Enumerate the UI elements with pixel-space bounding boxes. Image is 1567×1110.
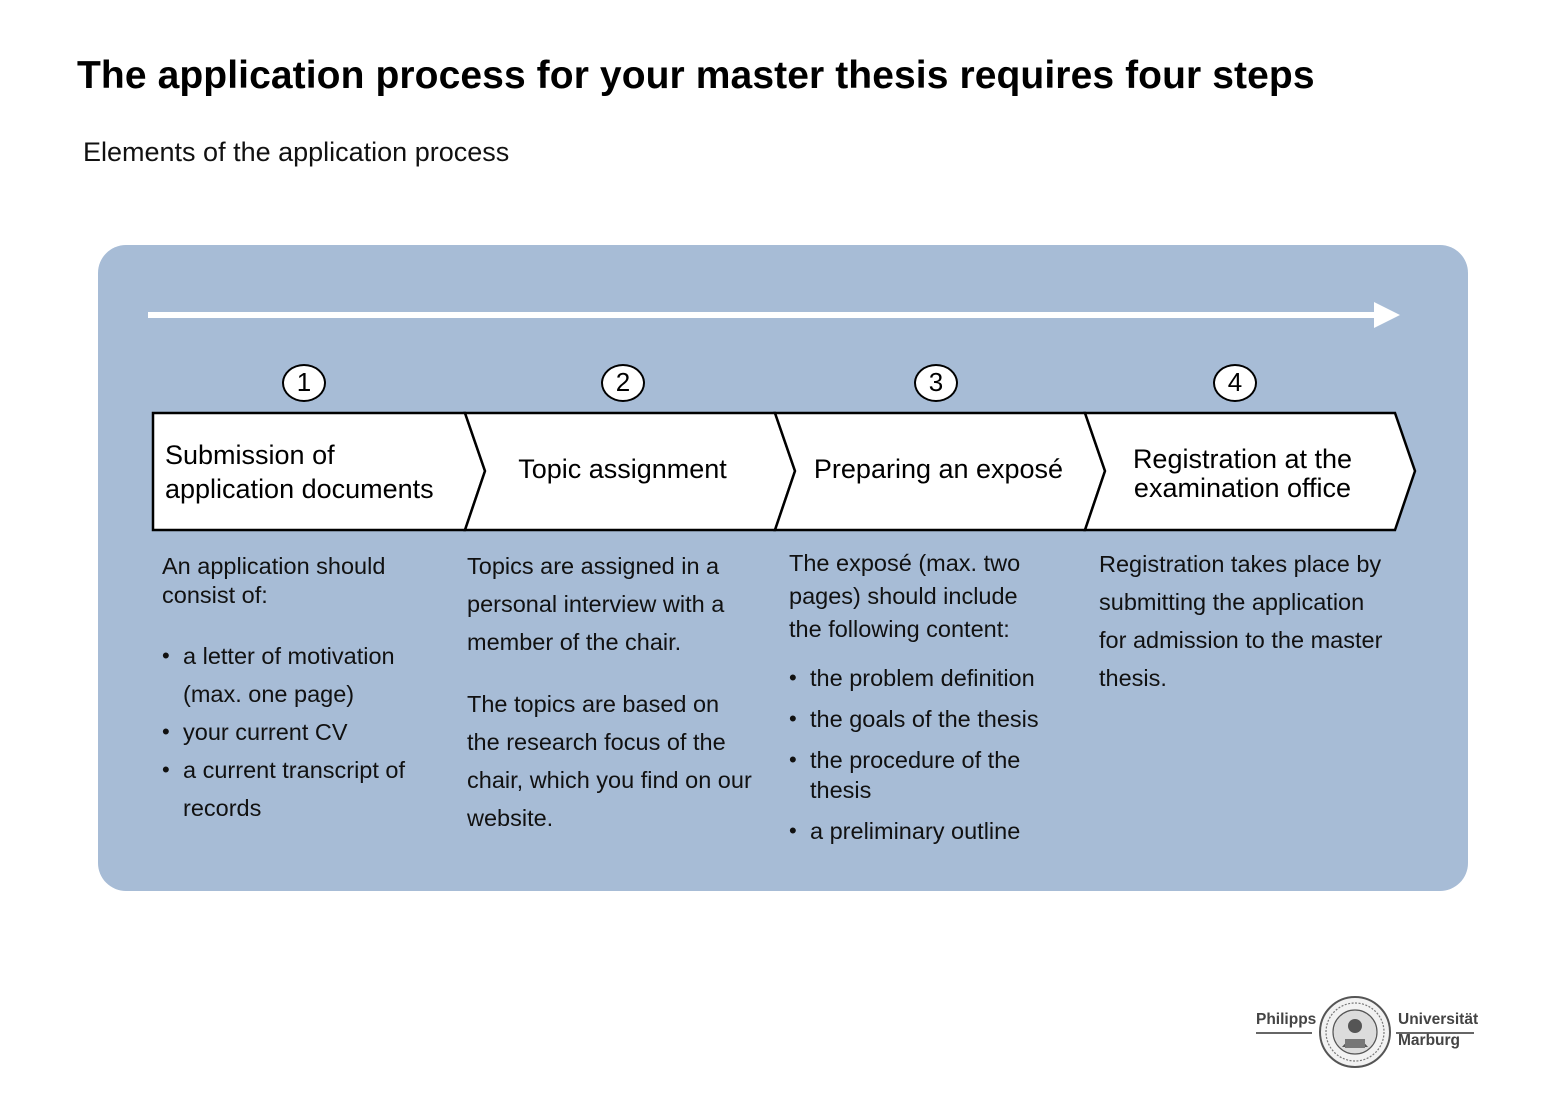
logo-rule-left xyxy=(1256,1032,1312,1034)
step-2-details: Topics are assigned in a personal interv… xyxy=(467,547,762,837)
step-1-bullet: a letter of motivation (max. one page) xyxy=(162,637,433,713)
step-2-paragraph-1: Topics are assigned in a personal interv… xyxy=(467,553,725,655)
step-4-details: Registration takes place by submitting t… xyxy=(1099,545,1399,697)
step-1-details: An application should consist of: a lett… xyxy=(162,552,452,827)
step-3-bullet: a preliminary outline xyxy=(789,816,1084,846)
step-1-bullet: your current CV xyxy=(162,713,452,751)
step-3-bullet: the procedure of the thesis xyxy=(789,745,1050,805)
step-4-label-box: Registration at the examination office xyxy=(1105,420,1380,528)
university-logo: Philipps Universität Marburg xyxy=(1256,995,1479,1068)
step-3-intro: The exposé (max. two pages) should inclu… xyxy=(789,550,1021,642)
page-title: The application process for your master … xyxy=(77,54,1315,97)
step-3-bullet: the goals of the thesis xyxy=(789,704,1084,734)
university-seal-icon xyxy=(1319,996,1391,1068)
step-1-intro: An application should consist of: xyxy=(162,553,386,608)
step-3-number: 3 xyxy=(914,364,958,402)
logo-rule-right xyxy=(1396,1032,1474,1034)
step-2-number: 2 xyxy=(601,364,645,402)
timeline-arrow-head xyxy=(1374,302,1400,328)
step-2-paragraph-2: The topics are based on the research foc… xyxy=(467,691,752,831)
step-2-label: Topic assignment xyxy=(518,454,727,484)
step-1-label: Submission of application documents xyxy=(165,439,434,504)
step-4-paragraph-1: Registration takes place by submitting t… xyxy=(1099,551,1383,691)
step-1-label-box: Submission of application documents xyxy=(165,415,470,528)
logo-text-philipps: Philipps xyxy=(1256,1011,1317,1028)
step-1-number: 1 xyxy=(282,364,326,402)
step-2-label-box: Topic assignment xyxy=(490,415,755,523)
page-subtitle: Elements of the application process xyxy=(83,137,510,167)
step-3-bullet-list: the problem definition the goals of the … xyxy=(789,663,1084,846)
step-4-label: Registration at the examination office xyxy=(1132,444,1353,503)
step-3-label-box: Preparing an exposé xyxy=(797,415,1080,523)
step-3-label: Preparing an exposé xyxy=(813,454,1064,484)
logo-text-universitaet: Universität xyxy=(1398,1011,1479,1028)
step-4-number: 4 xyxy=(1213,364,1257,402)
step-3-bullet: the problem definition xyxy=(789,663,1084,693)
step-1-bullet-list: a letter of motivation (max. one page) y… xyxy=(162,637,452,827)
step-4-chevron xyxy=(1083,411,1417,532)
step-1-bullet: a current transcript of records xyxy=(162,751,443,827)
logo-text-marburg: Marburg xyxy=(1398,1032,1460,1049)
step-3-details: The exposé (max. two pages) should inclu… xyxy=(789,547,1084,846)
